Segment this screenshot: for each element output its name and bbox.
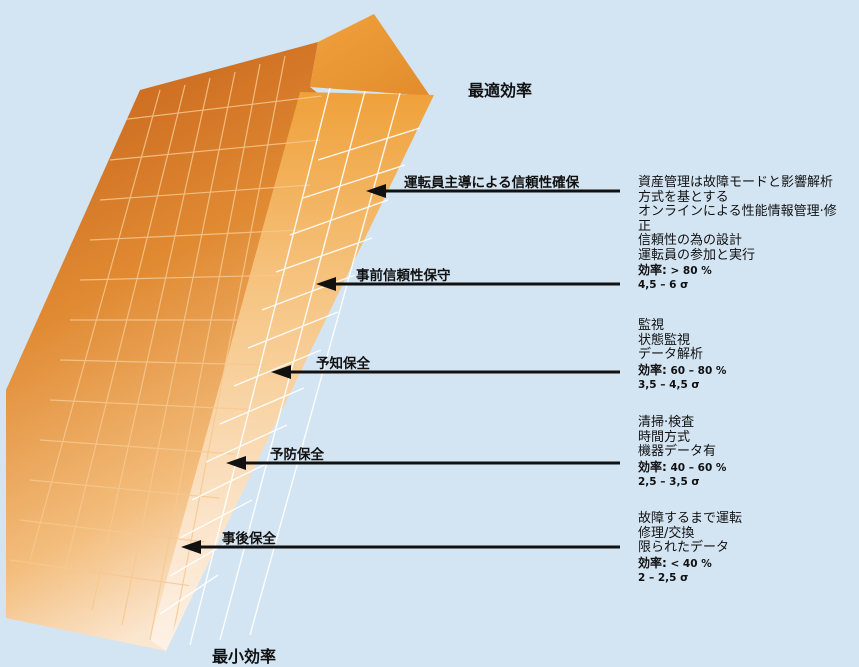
sigma-text: 2 – 2,5 σ xyxy=(638,571,689,584)
description-line: 監視 xyxy=(638,318,665,333)
efficiency-value: > 80 % xyxy=(670,265,712,277)
sigma-text: 3,5 – 4,5 σ xyxy=(638,378,700,391)
efficiency-text: 効率: > 80 % xyxy=(638,263,837,278)
level-label-predictive: 予知保全 xyxy=(316,356,370,372)
efficiency-label: 効率: xyxy=(638,362,667,377)
arrowhead-level-1 xyxy=(366,184,386,198)
sigma-text: 4,5 – 6 σ xyxy=(638,279,689,291)
efficiency-value: < 40 % xyxy=(670,557,712,570)
level-label-preventive: 予防保全 xyxy=(270,447,324,463)
level-label-operator-reliability: 運転員主導による信頼性確保 xyxy=(404,175,580,191)
efficiency-text: 効率: 40 – 60 % xyxy=(638,460,726,475)
description-line: 正 xyxy=(638,218,652,234)
level-arrows xyxy=(181,184,620,554)
top-label: 最適効率 xyxy=(468,81,533,100)
efficiency-text: 効率: < 40 % xyxy=(638,556,742,571)
arrowhead-level-2 xyxy=(316,277,336,291)
sigma-text: 2,5 – 3,5 σ xyxy=(638,475,700,488)
efficiency-label: 効率: xyxy=(638,263,667,277)
arrowhead-level-4 xyxy=(226,456,246,470)
level-label-proactive-reliability: 事前信頼性保守 xyxy=(356,268,451,284)
description-line: 限られたデータ xyxy=(638,540,730,555)
description-line: 状態監視 xyxy=(638,332,691,348)
description-line: 資産管理は故障モードと影響解析 xyxy=(638,175,834,190)
description-line: 時間方式 xyxy=(638,429,691,445)
efficiency-text: 効率: 60 – 80 % xyxy=(638,363,726,378)
efficiency-value: 60 – 80 % xyxy=(670,364,727,377)
description-line: 方式を基とする xyxy=(638,189,729,205)
arrow-head xyxy=(310,14,430,96)
description-line: データ解析 xyxy=(638,347,704,362)
description-line: 運転員の参加と実行 xyxy=(638,247,756,263)
description-line: オンラインによる性能情報管理·修 xyxy=(638,204,837,219)
level-description-4: 清掃·検査 時間方式 機器データ有 効率: 40 – 60 % 2,5 – 3,… xyxy=(638,415,726,489)
efficiency-label: 効率: xyxy=(638,459,667,474)
description-line: 清掃·検査 xyxy=(638,415,695,430)
level-description-3: 監視 状態監視 データ解析 効率: 60 – 80 % 3,5 – 4,5 σ xyxy=(638,318,726,392)
side-grid xyxy=(9,55,331,651)
description-line: 修理/交換 xyxy=(638,525,695,541)
description-line: 機器データ有 xyxy=(638,444,717,459)
arrowhead-level-5 xyxy=(181,540,201,554)
level-description-5: 故障するまで運転 修理/交換 限られたデータ 効率: < 40 % 2 – 2,… xyxy=(638,511,743,585)
description-line: 信頼性の為の設計 xyxy=(638,233,743,248)
bottom-label: 最小効率 xyxy=(212,647,277,666)
efficiency-value: 40 – 60 % xyxy=(670,461,727,474)
description-line: 故障するまで運転 xyxy=(638,511,743,526)
efficiency-label: 効率: xyxy=(638,555,667,570)
arrowhead-level-3 xyxy=(271,365,291,379)
level-description-1: 資産管理は故障モードと影響解析 方式を基とする オンラインによる性能情報管理·修… xyxy=(638,175,837,292)
level-label-reactive: 事後保全 xyxy=(222,531,276,547)
